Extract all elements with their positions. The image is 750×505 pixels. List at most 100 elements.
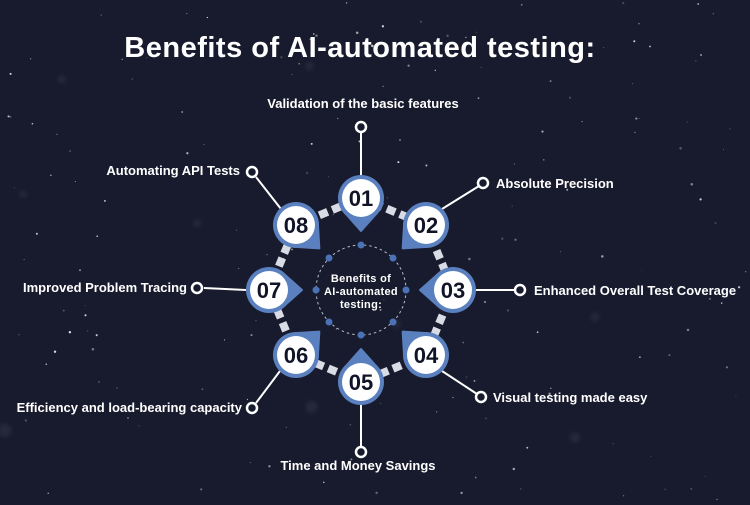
endpoint-circle-icon: [354, 120, 368, 134]
page-title: Benefits of AI-automated testing:: [124, 32, 595, 64]
connector-line: [203, 287, 247, 291]
star-dot: [425, 164, 428, 167]
benefit-label: Validation of the basic features: [267, 96, 458, 111]
star-dot: [68, 330, 72, 334]
star-dot: [310, 142, 313, 145]
star-dot: [31, 122, 34, 125]
benefit-label: Enhanced Overall Test Coverage: [534, 283, 736, 298]
nebula-blob: [590, 312, 600, 322]
star-dot: [355, 31, 359, 34]
map-pin-icon: [273, 330, 321, 378]
benefit-number: 07: [257, 278, 281, 303]
star-dot: [309, 38, 311, 40]
star-dot: [9, 72, 12, 75]
dot-icon: [325, 318, 333, 326]
star-dot: [541, 130, 544, 133]
star-dot: [332, 214, 334, 216]
star-dot: [465, 376, 468, 378]
star-dot: [686, 121, 688, 123]
star-dot: [337, 117, 339, 120]
star-dot: [514, 238, 517, 241]
star-dot: [566, 188, 569, 191]
star-dot: [640, 270, 642, 271]
star-dot: [138, 425, 140, 427]
star-dot: [79, 269, 81, 272]
star-dot: [520, 488, 522, 490]
star-dot: [511, 205, 513, 207]
center-label-line1: Benefits of: [331, 273, 391, 285]
map-pin-icon: [338, 348, 384, 405]
star-dot: [603, 46, 605, 48]
star-dot: [664, 488, 666, 491]
star-dot: [501, 237, 504, 240]
star-dot: [452, 396, 454, 399]
dot-icon: [325, 254, 333, 262]
map-pin-icon: [273, 202, 321, 250]
star-dot: [74, 180, 76, 183]
star-dot: [68, 149, 72, 153]
benefit-label: Visual testing made easy: [493, 390, 648, 405]
star-dot: [581, 121, 583, 123]
star-dot: [468, 257, 471, 261]
benefit-item-03: Enhanced Overall Test Coverage 03: [419, 267, 736, 313]
star-dot: [305, 171, 309, 175]
star-dot: [446, 34, 449, 37]
star-dot: [246, 398, 249, 401]
star-dot: [298, 62, 301, 65]
star-dot: [224, 339, 226, 341]
star-dot: [712, 13, 715, 15]
benefit-item-05: Time and Money Savings 05: [280, 348, 436, 473]
dot-icon: [357, 331, 365, 339]
star-dot: [638, 117, 640, 119]
star-dot: [679, 147, 682, 150]
endpoint-circle-icon: [245, 165, 259, 179]
center-circle-dots: [312, 241, 410, 339]
star-dot: [622, 1, 625, 5]
star-dot: [30, 58, 32, 60]
star-dot: [708, 297, 712, 301]
center-label-line2: AI-automated: [324, 286, 398, 298]
star-dot: [704, 475, 706, 477]
star-dot: [612, 443, 614, 445]
endpoint-circle-icon: [354, 445, 368, 459]
star-dot: [477, 97, 480, 99]
star-dot: [285, 426, 287, 428]
star-dot: [100, 14, 102, 16]
connector-line: [441, 370, 478, 395]
benefit-number: 05: [349, 370, 373, 395]
star-dot: [91, 347, 95, 351]
connector-line: [255, 370, 281, 404]
star-dot: [700, 54, 702, 56]
star-dot: [549, 80, 552, 82]
nebula-blob: [569, 432, 581, 443]
star-dot: [181, 111, 184, 113]
star-dot: [24, 419, 28, 422]
benefit-item-07: Improved Problem Tracing 07: [23, 267, 303, 313]
star-dot: [323, 481, 325, 484]
benefit-label: Efficiency and load-bearing capacity: [17, 400, 243, 415]
star-dot: [735, 395, 737, 397]
nebula-blob: [305, 61, 314, 71]
star-dot: [127, 417, 129, 419]
star-dot: [560, 251, 561, 253]
endpoint-circle-icon: [245, 401, 259, 415]
star-dot: [349, 423, 352, 426]
star-dot: [465, 36, 467, 39]
star-dot: [475, 31, 477, 33]
star-dot: [480, 66, 482, 68]
star-dot: [386, 197, 388, 199]
star-dot: [697, 3, 700, 5]
star-dot: [686, 328, 690, 332]
star-dot: [18, 334, 20, 336]
benefit-item-06: Efficiency and load-bearing capacity 06: [17, 330, 321, 415]
dot-icon: [389, 318, 397, 326]
star-dot: [513, 163, 516, 165]
star-dot: [520, 3, 523, 6]
nebula-blob: [305, 400, 318, 414]
benefits-wheel-diagram: Benefits of AI-automated testing: Valida…: [17, 96, 736, 473]
star-dot: [633, 40, 636, 43]
star-dot: [638, 22, 640, 25]
